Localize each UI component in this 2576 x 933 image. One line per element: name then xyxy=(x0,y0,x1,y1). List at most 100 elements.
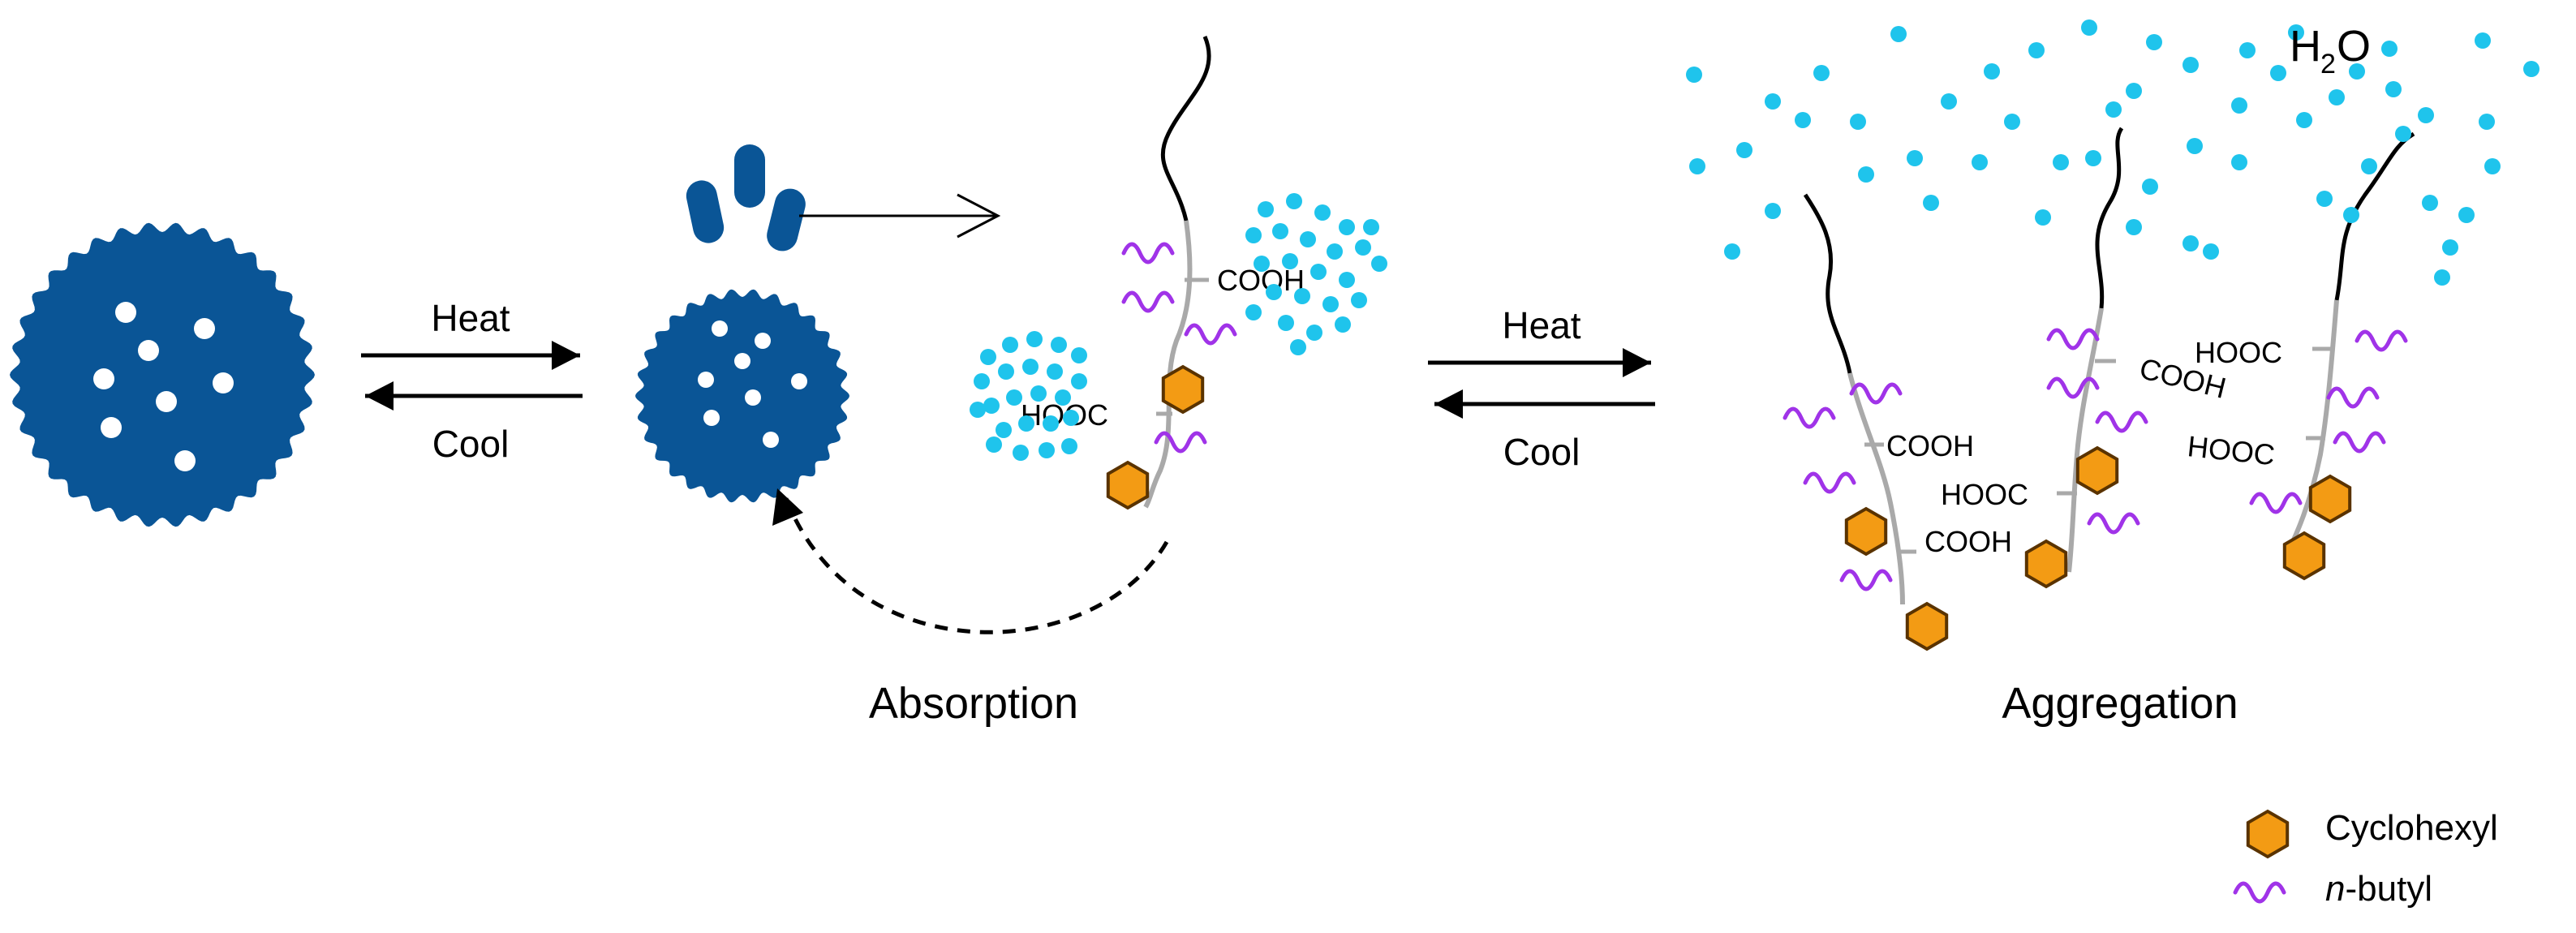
water-molecule xyxy=(1890,26,1907,42)
pore xyxy=(745,389,761,406)
water-molecule xyxy=(2349,63,2365,80)
pore xyxy=(791,373,807,389)
water-molecule xyxy=(2187,138,2203,154)
large-particle-pores xyxy=(93,302,234,471)
aggregation-label: Aggregation xyxy=(2002,679,2238,728)
butyl-group xyxy=(1783,406,1836,429)
pore xyxy=(115,302,136,323)
water-molecule xyxy=(1006,389,1022,406)
water-molecule xyxy=(2316,191,2333,207)
water-molecule xyxy=(1055,389,1071,406)
water-molecule xyxy=(1339,219,1355,235)
small-particle-pores xyxy=(698,320,807,448)
water-molecule xyxy=(2395,126,2411,142)
pore xyxy=(703,410,720,426)
water-molecule xyxy=(2239,42,2256,58)
absorption-label: Absorption xyxy=(869,679,1078,728)
water-molecule xyxy=(1907,150,1923,166)
water-molecule xyxy=(1051,337,1067,353)
butyl-group xyxy=(2087,512,2140,535)
water-molecule xyxy=(2085,150,2101,166)
water-molecule xyxy=(2434,269,2450,286)
water-molecule xyxy=(2081,19,2097,36)
water-molecule xyxy=(1013,445,1029,461)
water-molecule xyxy=(1371,256,1387,272)
water-molecule xyxy=(2004,114,2020,130)
water-molecule xyxy=(1290,339,1306,355)
heat-label-1: Heat xyxy=(431,297,510,339)
carboxyl-label: COOH xyxy=(1924,525,2012,558)
pore xyxy=(755,333,771,349)
cyclohexyl-group xyxy=(1905,601,1949,651)
small-particle xyxy=(635,144,849,503)
butyl-legend-icon xyxy=(2233,881,2286,904)
cyclohexyl-group xyxy=(1844,506,1888,557)
water-molecule xyxy=(1043,415,1059,432)
water-molecule xyxy=(1071,373,1087,389)
butyl-group xyxy=(1184,323,1237,346)
cyclohexyl-group xyxy=(2024,539,2068,589)
water-molecule xyxy=(1306,325,1322,341)
pore xyxy=(763,432,779,448)
cool-arrowhead-1 xyxy=(365,381,393,411)
heat-arrowhead-1 xyxy=(552,341,580,370)
water-molecule xyxy=(1272,223,1288,239)
water-molecule xyxy=(2422,195,2438,211)
water-molecule xyxy=(1941,93,1957,110)
pore xyxy=(194,318,215,339)
dissolution-arrow xyxy=(799,193,1001,239)
pore xyxy=(101,417,122,438)
water-molecule xyxy=(2523,61,2539,77)
water-molecule xyxy=(974,373,990,389)
butyl-group xyxy=(2095,411,2148,433)
water-molecule xyxy=(1765,93,1781,110)
pore xyxy=(93,368,114,389)
water-molecule xyxy=(2442,239,2458,256)
water-molecule xyxy=(1765,203,1781,219)
butyl-group xyxy=(1121,242,1175,264)
water-molecule xyxy=(1736,142,1752,158)
fragment-piece xyxy=(767,188,806,252)
pore xyxy=(712,320,728,337)
polymer-backbone xyxy=(2066,307,2104,573)
water-molecule xyxy=(1282,253,1298,269)
water-molecule xyxy=(2146,34,2162,50)
water-molecule xyxy=(1245,227,1262,243)
water-molecule xyxy=(1314,204,1331,221)
water-molecule xyxy=(2183,57,2199,73)
water-molecule xyxy=(1061,438,1077,454)
water-molecule xyxy=(2053,154,2069,170)
pore xyxy=(734,353,750,369)
water-molecules xyxy=(970,19,2539,461)
water-molecule xyxy=(1278,315,1294,331)
water-molecule xyxy=(2475,32,2491,49)
heat-arrowhead-2 xyxy=(1623,348,1651,377)
water-molecule xyxy=(2381,41,2398,57)
butyl-groups xyxy=(1121,242,2408,591)
water-molecule xyxy=(1686,67,1702,83)
legend: Cyclohexyl n-butyl xyxy=(2233,808,2498,909)
water-molecule xyxy=(2126,219,2142,235)
cool-label-1: Cool xyxy=(432,423,510,465)
svg-text:2: 2 xyxy=(2320,49,2336,80)
water-molecule xyxy=(2035,209,2051,226)
pore xyxy=(138,340,159,361)
water-molecule xyxy=(1850,114,1866,130)
water-molecule xyxy=(1245,304,1262,320)
water-molecule xyxy=(996,422,1012,438)
water-molecule xyxy=(1858,166,1874,183)
water-molecule xyxy=(1795,112,1811,128)
water-molecule xyxy=(1923,195,1939,211)
aggregated-chains: COOH COOH COOH HOOC HOOC HOOC xyxy=(1803,127,2415,605)
cyclohexyl-groups xyxy=(1106,364,2352,651)
water-molecule xyxy=(1266,284,1282,300)
svg-text:H: H xyxy=(2290,22,2321,71)
water-molecule xyxy=(1335,316,1351,333)
hydrophilic-chain xyxy=(2095,127,2124,309)
water-molecule xyxy=(1327,243,1343,260)
butyl-group xyxy=(2046,328,2100,350)
polymer-backbone xyxy=(1143,220,1193,509)
water-molecule xyxy=(1363,219,1379,235)
water-molecule xyxy=(1310,264,1327,280)
